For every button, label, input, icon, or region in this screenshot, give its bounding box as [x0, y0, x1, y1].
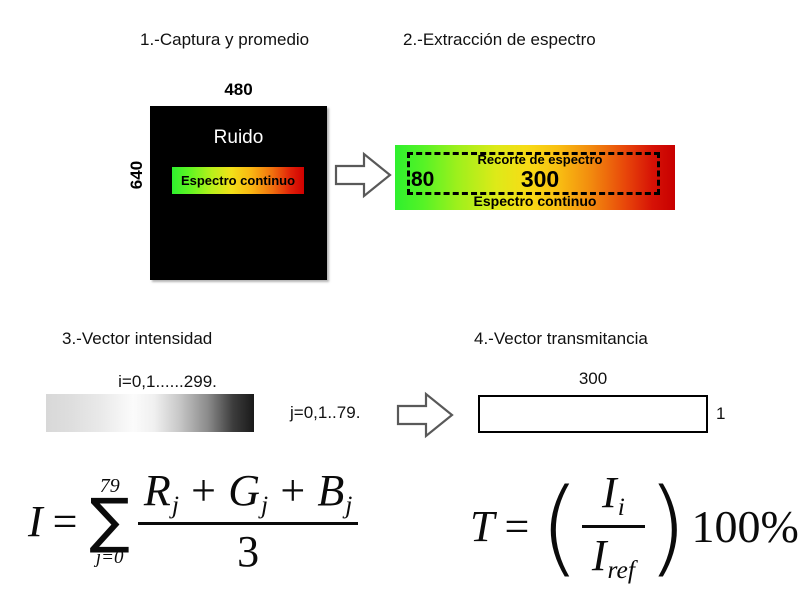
intensity-index-label: i=0,1......299.: [118, 372, 217, 391]
transmittance-numerator: Ii: [588, 468, 639, 525]
right-block-arrow-icon: [396, 391, 454, 439]
term-r-subscript: j: [171, 490, 179, 520]
fraction-bar: [581, 524, 645, 528]
summation-lower-limit: j=0: [95, 547, 124, 569]
noise-label: Ruido: [213, 127, 264, 148]
spectrum-caption: Espectro continuo: [473, 193, 597, 209]
camera-frame: Ruido Espectro continuo: [150, 106, 327, 280]
plus-operator-1: +: [191, 466, 216, 515]
transmittance-denominator: Iref: [582, 528, 645, 584]
formula-intensity-lhs: I: [28, 497, 43, 547]
intensity-numerator: Rj + Gj + Bj: [138, 466, 358, 522]
spectrum-crop-width-label: 300: [520, 166, 560, 192]
step-3-title: 3.-Vector intensidad: [62, 329, 213, 348]
term-b: B: [317, 466, 345, 515]
inner-spectrum-strip: Espectro continuo: [172, 167, 304, 194]
summation-sigma-icon: ∑: [89, 485, 130, 556]
camera-width-label: 480: [224, 80, 253, 99]
spectrum-crop-title: Recorte de espectro: [477, 152, 603, 167]
intensity-gray-bar: [46, 394, 254, 432]
summation-upper-limit: 79: [99, 474, 120, 497]
intensity-row-label: j=0,1..79.: [290, 403, 361, 422]
summation-operator: 79 ∑ j=0: [89, 476, 129, 567]
term-g-subscript: j: [260, 490, 269, 520]
spectrum-crop-box: [407, 152, 660, 195]
transmittance-height-label: 1: [716, 404, 726, 423]
term-iref: I: [591, 530, 607, 580]
arrow-intensity-to-transmittance: [396, 390, 454, 440]
term-iref-subscript: ref: [607, 555, 635, 585]
step-2-title: 2.-Extracción de espectro: [403, 30, 596, 49]
transmittance-fraction: Ii Iref: [581, 468, 645, 584]
step-4-title: 4.-Vector transmitancia: [474, 329, 648, 348]
extracted-spectrum-bar: [395, 145, 675, 210]
intensity-fraction: Rj + Gj + Bj 3: [137, 466, 359, 576]
formula-transmittance-lhs: T: [470, 502, 495, 552]
transmittance-width-label: 300: [578, 369, 608, 388]
transmittance-formula: T = ( Ii Iref ) 100%: [470, 465, 799, 588]
inner-spectrum-label: Espectro continuo: [180, 173, 296, 188]
arrow-capture-to-extract: [334, 150, 392, 200]
percent-multiplier: 100%: [691, 501, 799, 553]
camera-height-label: 640: [127, 160, 146, 190]
formula-intensity-equals: =: [52, 497, 78, 547]
term-g: G: [228, 466, 260, 515]
intensity-denominator: 3: [237, 526, 260, 576]
plus-operator-2: +: [280, 466, 306, 515]
fraction-bar: [137, 521, 359, 525]
left-parenthesis: (: [539, 465, 580, 588]
transmittance-vector-box: [478, 395, 708, 433]
spectrum-crop-start-label: 80: [411, 168, 435, 191]
right-block-arrow-icon: [334, 151, 392, 199]
step-1-title: 1.-Captura y promedio: [140, 30, 310, 49]
term-i: I: [602, 468, 617, 517]
term-i-subscript: i: [617, 492, 625, 522]
term-r: R: [143, 466, 171, 515]
term-b-subscript: j: [345, 490, 353, 520]
right-parenthesis: ): [646, 465, 688, 588]
intensity-formula: I = 79 ∑ j=0 Rj + Gj + Bj 3: [28, 466, 359, 576]
formula-transmittance-equals: =: [504, 502, 530, 552]
